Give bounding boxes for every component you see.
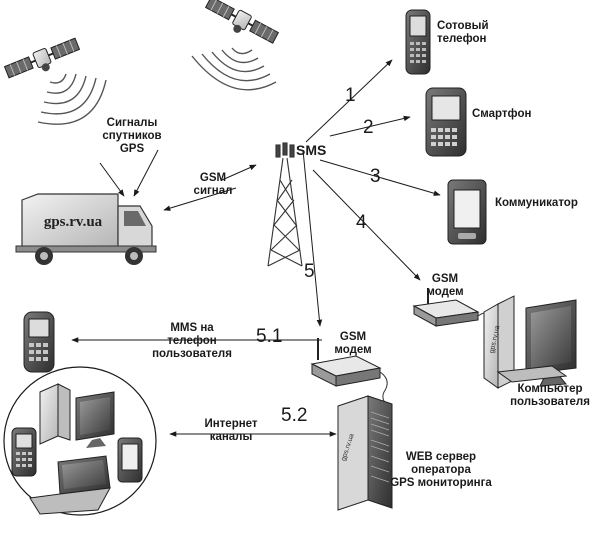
step-number-1: 1 bbox=[345, 85, 356, 106]
truck-brand-text: gps.rv.ua bbox=[43, 214, 103, 230]
label-satellite-signals: Сигналы спутников GPS bbox=[102, 117, 162, 155]
computer-icon bbox=[483, 295, 577, 389]
arrow-gsm-to-tower bbox=[221, 164, 257, 181]
label-communicator: Коммуникатор bbox=[495, 197, 578, 209]
step-number-3: 3 bbox=[370, 166, 381, 187]
label-gsm-modem-center: GSM модем bbox=[334, 331, 372, 356]
label-user-computer: Компьютер пользователя bbox=[510, 383, 590, 408]
arrow-2 bbox=[329, 115, 411, 137]
gsm-modem-icon bbox=[412, 288, 497, 347]
label-sms: SMS bbox=[296, 142, 327, 158]
connection-arrows bbox=[71, 59, 441, 437]
gsm-modem-icon bbox=[310, 338, 391, 409]
arrow-gsm-to-truck bbox=[163, 187, 237, 211]
arrow-signals-to-truck-a bbox=[99, 162, 125, 197]
communicator-icon bbox=[117, 437, 143, 483]
arrow-3 bbox=[319, 159, 441, 196]
label-internet: Интернет каналы bbox=[204, 418, 258, 443]
label-cell-phone: Сотовый телефон bbox=[437, 20, 489, 45]
label-gsm-signal: GSM сигнал bbox=[193, 172, 233, 197]
satellite-icon bbox=[3, 37, 81, 79]
smartphone-icon bbox=[425, 87, 467, 157]
arrow-4 bbox=[312, 169, 421, 281]
step-number-5-2: 5.2 bbox=[281, 405, 308, 426]
cell-tower-icon bbox=[267, 142, 303, 267]
arrow-1 bbox=[305, 59, 393, 143]
arrow-signals-to-truck-b bbox=[133, 149, 159, 197]
step-number-2: 2 bbox=[363, 117, 374, 138]
server-icon bbox=[337, 395, 393, 511]
satellite-icon bbox=[204, 0, 280, 44]
communicator-icon bbox=[447, 179, 487, 245]
user-devices-group bbox=[3, 366, 157, 516]
label-mms: MMS на телефон пользователя bbox=[152, 322, 232, 360]
cell-phone-icon bbox=[23, 311, 55, 373]
laptop-icon bbox=[29, 455, 111, 515]
step-number-5: 5 bbox=[304, 261, 315, 282]
step-number-4: 4 bbox=[356, 212, 367, 233]
step-number-5-1: 5.1 bbox=[256, 326, 283, 347]
smartphone-icon bbox=[11, 427, 37, 477]
label-web-server: WEB сервер оператора GPS мониторинга bbox=[390, 451, 492, 489]
label-gsm-modem-right: GSM модем bbox=[426, 273, 464, 298]
cell-phone-icon bbox=[405, 9, 431, 75]
arrow-5 bbox=[302, 149, 323, 327]
label-smartphone: Смартфон bbox=[472, 108, 532, 120]
satellite-signal-waves bbox=[37, 47, 277, 125]
truck-icon bbox=[15, 193, 157, 265]
computer-icon bbox=[39, 383, 115, 448]
